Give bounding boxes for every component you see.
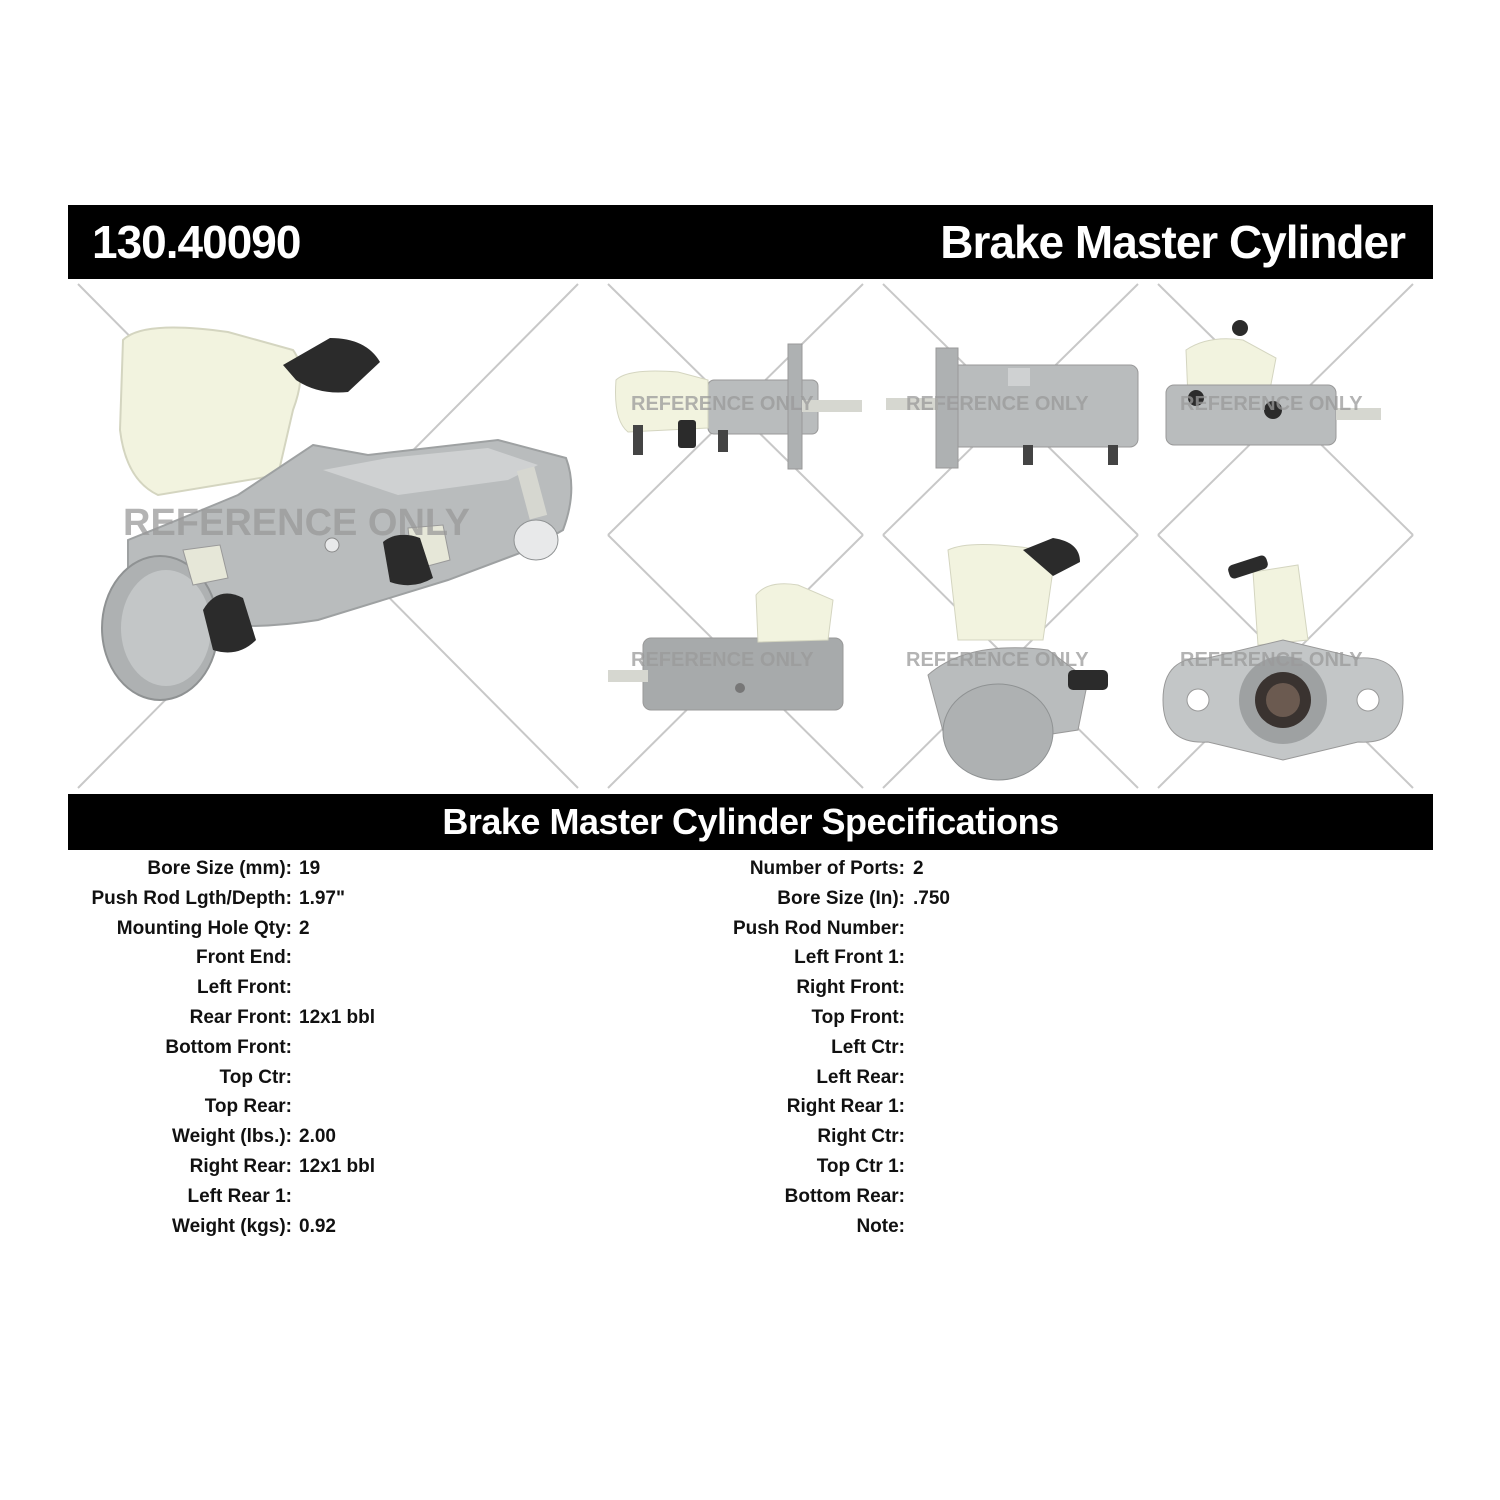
main-product-view bbox=[101, 326, 573, 701]
product-title: Brake Master Cylinder bbox=[940, 216, 1406, 268]
specs-title-bar: Brake Master Cylinder Specifications bbox=[68, 794, 1433, 850]
side-view-left bbox=[615, 343, 862, 470]
spec-label: Bottom Front: bbox=[165, 1036, 292, 1058]
spec-row: Bottom Rear: bbox=[600, 1182, 1400, 1212]
spec-row: Right Rear: 12x1 bbl bbox=[0, 1152, 700, 1182]
spec-value: 0.92 bbox=[299, 1215, 336, 1237]
spec-label: Top Rear: bbox=[204, 1096, 292, 1118]
watermark-main: REFERENCE ONLY bbox=[123, 502, 470, 544]
spec-row: Number of Ports: 2 bbox=[600, 854, 1400, 884]
spec-label: Push Rod Lgth/Depth: bbox=[91, 887, 292, 909]
spec-value: 12x1 bbl bbox=[299, 1006, 376, 1028]
spec-row: Left Ctr: bbox=[600, 1033, 1400, 1063]
end-view-flange bbox=[1162, 555, 1404, 761]
spec-label: Front End: bbox=[195, 947, 292, 969]
spec-row: Top Ctr: bbox=[0, 1063, 700, 1093]
spec-row: Left Rear: bbox=[600, 1063, 1400, 1093]
spec-row: Rear Front: 12x1 bbl bbox=[0, 1003, 700, 1033]
part-number: 130.40090 bbox=[92, 216, 301, 268]
spec-label: Left Rear 1: bbox=[187, 1185, 292, 1207]
spec-row: Mounting Hole Qty: 2 bbox=[0, 914, 700, 944]
product-photos: REFERENCE ONLY REFERENCE ONLY REFERENCE … bbox=[77, 283, 1414, 789]
spec-value: 2 bbox=[299, 917, 310, 939]
spec-value: 19 bbox=[299, 858, 321, 879]
spec-value: .750 bbox=[913, 887, 950, 909]
specs-title: Brake Master Cylinder Specifications bbox=[442, 801, 1059, 842]
spec-label: Left Rear: bbox=[816, 1066, 905, 1088]
spec-label: Mounting Hole Qty: bbox=[116, 917, 292, 939]
specs-right-column: Number of Ports: 2 Bore Size (In): .750 Pu… bbox=[600, 854, 1400, 1241]
spec-row: Weight (kgs): 0.92 bbox=[0, 1212, 700, 1242]
spec-row: Right Ctr: bbox=[600, 1122, 1400, 1152]
spec-value: 1.97" bbox=[299, 887, 345, 909]
spec-row: Bore Size (In): .750 bbox=[600, 884, 1400, 914]
spec-row: Left Front 1: bbox=[600, 943, 1400, 973]
spec-label: Number of Ports: bbox=[749, 858, 905, 879]
watermarks: REFERENCE ONLY REFERENCE ONLY REFERENCE … bbox=[123, 393, 1363, 671]
spec-label: Right Front: bbox=[796, 977, 905, 999]
spec-row: Left Front: bbox=[0, 973, 700, 1003]
watermark-view-4: REFERENCE ONLY bbox=[631, 649, 814, 671]
spec-value: 2.00 bbox=[299, 1126, 336, 1148]
spec-row: Note: bbox=[600, 1212, 1400, 1242]
spec-label: Bottom Rear: bbox=[784, 1185, 905, 1207]
spec-row: Right Rear 1: bbox=[600, 1092, 1400, 1122]
spec-row: Top Ctr 1: bbox=[600, 1152, 1400, 1182]
spec-row: Bore Size (mm): 19 bbox=[0, 854, 700, 884]
spec-row: Push Rod Lgth/Depth: 1.97" bbox=[0, 884, 700, 914]
spec-label: Push Rod Number: bbox=[732, 917, 905, 939]
spec-row: Bottom Front: bbox=[0, 1033, 700, 1063]
spec-label: Right Ctr: bbox=[817, 1126, 905, 1148]
spec-label: Top Ctr 1: bbox=[816, 1155, 905, 1177]
header-bar: 130.40090 Brake Master Cylinder bbox=[68, 205, 1433, 279]
spec-label: Left Front 1: bbox=[794, 947, 905, 969]
spec-label: Top Ctr: bbox=[219, 1066, 292, 1088]
spec-label: Right Rear 1: bbox=[786, 1096, 905, 1118]
spec-value: 12x1 bbl bbox=[299, 1155, 376, 1177]
watermark-view-1: REFERENCE ONLY bbox=[631, 393, 814, 415]
watermark-view-5: REFERENCE ONLY bbox=[906, 649, 1089, 671]
end-view-left bbox=[927, 538, 1108, 781]
watermark-view-6: REFERENCE ONLY bbox=[1180, 649, 1363, 671]
spec-label: Weight (lbs.): bbox=[172, 1126, 292, 1148]
spec-row: Weight (lbs.): 2.00 bbox=[0, 1122, 700, 1152]
spec-row: Left Rear 1: bbox=[0, 1182, 700, 1212]
spec-row: Right Front: bbox=[600, 973, 1400, 1003]
spec-row: Push Rod Number: bbox=[600, 914, 1400, 944]
side-view-right bbox=[1165, 320, 1381, 446]
spec-label: Bore Size (In): bbox=[777, 887, 905, 909]
watermark-view-2: REFERENCE ONLY bbox=[906, 393, 1089, 415]
spec-label: Bore Size (mm): bbox=[147, 858, 292, 879]
side-view-top bbox=[886, 347, 1139, 469]
watermark-view-3: REFERENCE ONLY bbox=[1180, 393, 1363, 415]
spec-label: Left Front: bbox=[197, 977, 292, 999]
spec-label: Right Rear: bbox=[189, 1155, 292, 1177]
spec-label: Rear Front: bbox=[189, 1006, 292, 1028]
spec-label: Note: bbox=[856, 1215, 905, 1237]
spec-row: Top Front: bbox=[600, 1003, 1400, 1033]
spec-label: Top Front: bbox=[811, 1006, 905, 1028]
bottom-view-left bbox=[608, 583, 844, 711]
spec-label: Left Ctr: bbox=[831, 1036, 905, 1058]
spec-value: 2 bbox=[913, 858, 924, 879]
product-photo-area: REFERENCE ONLY REFERENCE ONLY REFERENCE … bbox=[68, 280, 1433, 790]
spec-row: Top Rear: bbox=[0, 1092, 700, 1122]
spec-label: Weight (kgs): bbox=[172, 1215, 292, 1237]
specs-left-column: Bore Size (mm): 19 Push Rod Lgth/Depth: 1.… bbox=[0, 854, 700, 1241]
spec-row: Front End: bbox=[0, 943, 700, 973]
